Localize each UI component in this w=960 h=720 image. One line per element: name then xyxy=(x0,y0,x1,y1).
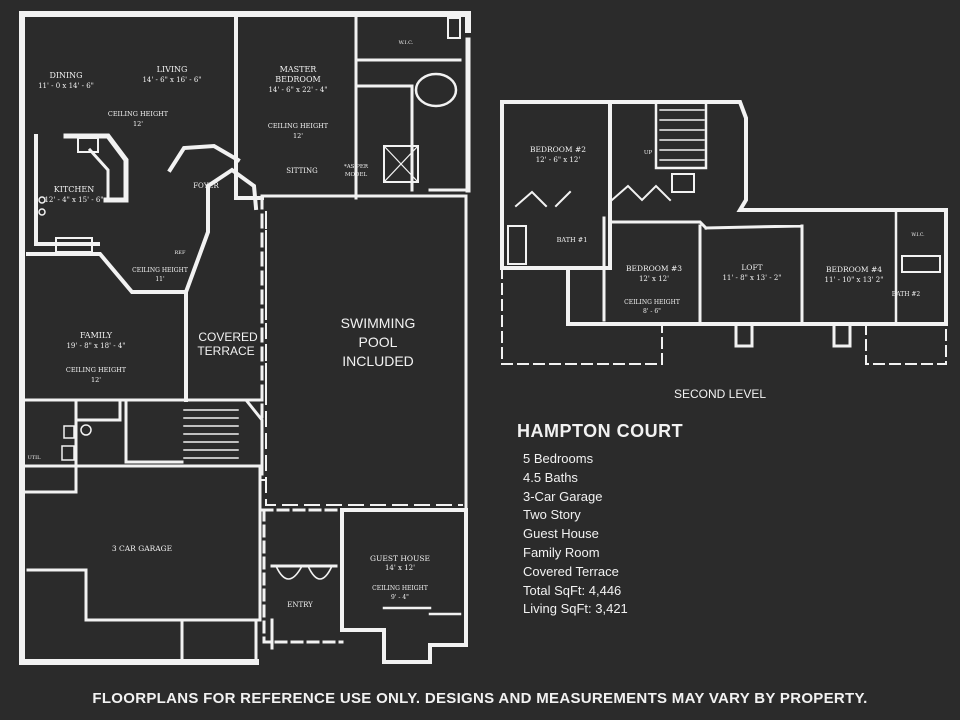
bedroom-4-dims: 11' - 10" x 13' 2" xyxy=(825,276,884,284)
ref-label: REF xyxy=(175,250,186,256)
loft-label: LOFT xyxy=(741,263,762,272)
living-ceiling: CEILING HEIGHT xyxy=(108,110,169,118)
feature-item: Guest House xyxy=(523,526,599,542)
pool-label-3: INCLUDED xyxy=(342,353,414,369)
property-title: HAMPTON COURT xyxy=(517,421,684,441)
family-ceiling: CEILING HEIGHT xyxy=(66,366,127,374)
bedroom-2-label: BEDROOM #2 xyxy=(530,145,586,154)
property-info-panel: HAMPTON COURT 5 Bedrooms 4.5 Baths 3-Car… xyxy=(517,421,683,619)
master-label-2: BEDROOM xyxy=(275,75,320,84)
bedroom-2-dims: 12' - 6" x 12' xyxy=(536,156,581,164)
family-label: FAMILY xyxy=(80,331,113,340)
guest-house-label: GUEST HOUSE xyxy=(370,554,430,563)
bath-1-label: BATH #1 xyxy=(557,236,588,244)
covered-terrace-label-1: COVERED xyxy=(198,330,258,344)
foyer-label: FOYER xyxy=(193,182,219,190)
living-label: LIVING xyxy=(157,65,188,74)
master-label-1: MASTER xyxy=(280,65,318,74)
bedroom-3-ceiling: CEILING HEIGHT xyxy=(624,299,680,306)
bedroom-3-ceiling-value: 8' - 6" xyxy=(643,308,661,315)
feature-item: 4.5 Baths xyxy=(523,469,578,485)
guest-house-ceiling-value: 9' - 4" xyxy=(391,594,409,601)
feature-list: 5 Bedrooms 4.5 Baths 3-Car Garage Two St… xyxy=(517,450,683,619)
first-floor-labels: DINING 11' - 0 x 14' - 6" LIVING 14' - 6… xyxy=(28,40,430,609)
second-floor-labels: BEDROOM #2 12' - 6" x 12' UP BATH #1 BED… xyxy=(530,145,925,401)
family-ceiling-value: 12' xyxy=(91,376,101,384)
master-ceiling-value: 12' xyxy=(293,132,303,140)
living-ceiling-value: 12' xyxy=(133,120,143,128)
feature-item: Family Room xyxy=(523,544,600,560)
feature-item: Total SqFt: 4,446 xyxy=(523,582,622,598)
living-dims: 14' - 6" x 16' - 6" xyxy=(142,76,201,84)
sitting-label: SITTING xyxy=(286,167,318,175)
dining-dims: 11' - 0 x 14' - 6" xyxy=(38,82,94,90)
master-note-2: MODEL xyxy=(345,172,368,178)
feature-item: Covered Terrace xyxy=(523,563,619,579)
entry-label: ENTRY xyxy=(287,601,313,609)
wic-label: W.I.C. xyxy=(399,40,414,46)
up-label: UP xyxy=(644,150,653,156)
nook-ceiling-value: 11' xyxy=(155,276,165,283)
covered-terrace-label-2: TERRACE xyxy=(197,344,254,358)
feature-item: Living SqFt: 3,421 xyxy=(523,601,628,617)
pool-label-2: POOL xyxy=(359,334,398,350)
bedroom-3-dims: 12' x 12' xyxy=(639,275,669,283)
feature-item: Two Story xyxy=(523,507,581,523)
disclaimer-text: FLOORPLANS FOR REFERENCE USE ONLY. DESIG… xyxy=(92,690,868,707)
bath-2-label: BATH #2 xyxy=(892,291,921,298)
pool-label-1: SWIMMING xyxy=(341,315,416,331)
kitchen-label: KITCHEN xyxy=(54,185,94,194)
bedroom-3-label: BEDROOM #3 xyxy=(626,264,682,273)
master-note-1: *AS PER xyxy=(344,164,369,170)
util-label: UTIL xyxy=(28,455,42,461)
nook-ceiling: CEILING HEIGHT xyxy=(132,267,188,274)
kitchen-dims: 12' - 4" x 15' - 6" xyxy=(44,196,103,204)
master-ceiling: CEILING HEIGHT xyxy=(268,122,329,130)
master-dims: 14' - 6" x 22' - 4" xyxy=(268,86,327,94)
second-floor-walls xyxy=(500,100,948,365)
family-dims: 19' - 8" x 18' - 4" xyxy=(66,342,125,350)
bedroom-4-label: BEDROOM #4 xyxy=(826,265,882,274)
second-wic-label: W.I.C. xyxy=(911,232,925,238)
dining-label: DINING xyxy=(49,71,82,80)
garage-label: 3 CAR GARAGE xyxy=(112,544,172,553)
second-level-label: SECOND LEVEL xyxy=(674,387,766,401)
first-floor-walls xyxy=(19,11,471,665)
feature-item: 3-Car Garage xyxy=(523,488,603,504)
feature-item: 5 Bedrooms xyxy=(523,451,594,466)
loft-dims: 11' - 8" x 13' - 2" xyxy=(722,274,781,282)
guest-house-ceiling: CEILING HEIGHT xyxy=(372,585,428,592)
guest-house-dims: 14' x 12' xyxy=(385,564,415,572)
